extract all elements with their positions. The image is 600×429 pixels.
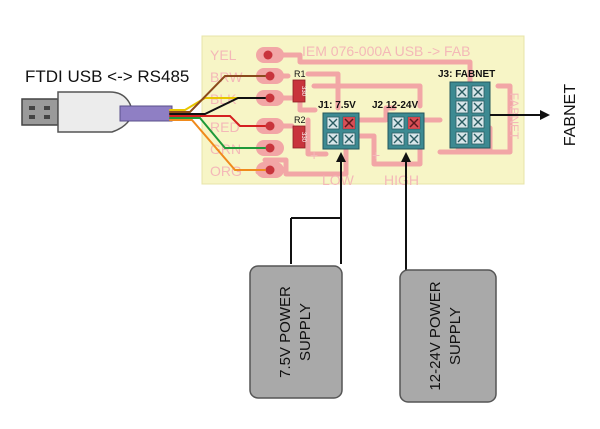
supply-7v5: 7.5V POWER SUPPLY bbox=[249, 265, 343, 399]
pad-label-yel: YEL bbox=[210, 47, 237, 63]
supply-12-24v-line1: 12-24V POWER bbox=[427, 281, 444, 390]
resistor-r1-value: 330 bbox=[300, 86, 306, 97]
usb-connector bbox=[21, 91, 135, 133]
supply-leads bbox=[290, 152, 411, 270]
supply-12-24v: 12-24V POWER SUPPLY bbox=[399, 269, 497, 403]
low-label: LOW bbox=[322, 172, 355, 188]
header-j2-label: J2 12-24V bbox=[372, 100, 418, 111]
header-j1-label: J1: 7.5V bbox=[318, 100, 356, 111]
board-title: IEM 076-000A USB -> FAB bbox=[302, 43, 470, 59]
resistor-r1: R1 330 bbox=[292, 69, 306, 103]
resistor-r2: R2 330 bbox=[292, 115, 306, 149]
resistor-r2-label: R2 bbox=[294, 115, 306, 125]
header-j2: J2 12-24V bbox=[372, 100, 425, 150]
supply-7v5-line1: 7.5V POWER bbox=[277, 286, 294, 378]
plus-sign-j1: + bbox=[310, 147, 318, 163]
cable-sleeve bbox=[119, 105, 173, 122]
pad-label-org: ORG bbox=[210, 163, 242, 179]
supply-12-24v-line2: SUPPLY bbox=[447, 307, 464, 365]
supply-7v5-line2: SUPPLY bbox=[297, 303, 314, 361]
pad-label-red: RED bbox=[210, 119, 240, 135]
fabnet-out-label: FABNET bbox=[562, 84, 579, 146]
cable-label: FTDI USB <-> RS485 bbox=[25, 67, 189, 86]
resistor-r1-label: R1 bbox=[294, 69, 306, 79]
header-j3: J3: FABNET bbox=[438, 69, 495, 149]
header-j1: J1: 7.5V bbox=[318, 100, 360, 150]
ftdi-cable bbox=[119, 105, 173, 122]
resistor-r2-value: 330 bbox=[300, 132, 306, 143]
header-j3-label: J3: FABNET bbox=[438, 69, 495, 80]
wire-pads bbox=[256, 47, 284, 178]
fabnet-vertical-label: FABNET bbox=[507, 93, 521, 140]
wires bbox=[169, 75, 266, 171]
plus-sign-j2: + bbox=[372, 147, 380, 163]
pcb-board: YEL BRW BLK RED GRN ORG R1 330 R2 330 IE… bbox=[201, 35, 525, 188]
high-label: HIGH bbox=[384, 172, 419, 188]
